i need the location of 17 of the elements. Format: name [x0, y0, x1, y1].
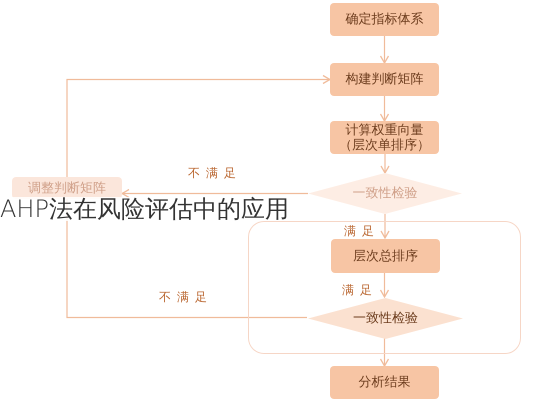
arrow [380, 272, 390, 298]
title: AHP法在风险评估中的应用 [0, 197, 289, 221]
arrow [380, 154, 390, 174]
arrow [66, 74, 331, 177]
process-box: 计算权重向量（层次单排序） [330, 121, 439, 154]
process-box: 确定指标体系 [330, 3, 439, 36]
process-box: 分析结果 [330, 366, 439, 399]
process-box: 层次总排序 [331, 239, 440, 273]
decision-diamond: 一致性检验 [308, 298, 463, 339]
arrow [380, 96, 390, 122]
arrow [380, 36, 390, 64]
arrow [380, 214, 390, 239]
arrow [380, 338, 390, 367]
arrow [121, 188, 308, 198]
group-frame [248, 221, 521, 354]
decision-diamond: 一致性检验 [308, 173, 462, 214]
process-box: 构建判断矩阵 [330, 63, 439, 96]
